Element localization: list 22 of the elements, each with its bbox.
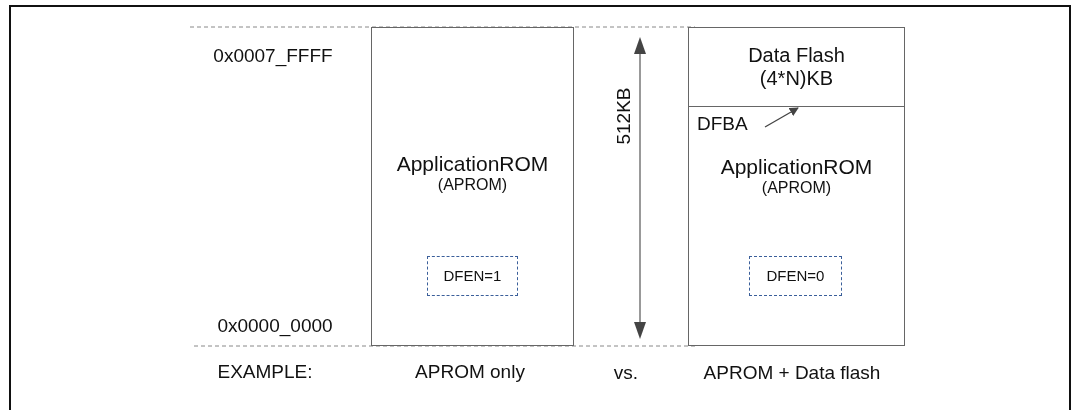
region-subtitle: (APROM) <box>761 179 832 198</box>
region-subtitle: (4*N)KB <box>759 67 834 90</box>
memory-region <box>688 106 905 346</box>
pointer-arrow <box>764 107 799 128</box>
setting-box <box>427 256 518 296</box>
setting-box <box>749 256 842 296</box>
memory-region <box>688 27 905 107</box>
region-title: ApplicationROM <box>720 155 873 180</box>
region-subtitle: (APROM) <box>437 176 508 195</box>
region-title: DFEN=1 <box>443 267 502 285</box>
address-label: 0x0007_FFFF <box>213 45 333 67</box>
address-pointer-label: DFBA <box>697 113 748 134</box>
example-label: EXAMPLE: <box>217 361 313 383</box>
size-label: 512KB <box>613 87 635 145</box>
memory-region <box>371 27 574 346</box>
address-label: 0x0000_0000 <box>217 315 333 337</box>
region-title: Data Flash <box>748 44 845 67</box>
region-title: ApplicationROM <box>396 152 549 177</box>
region-title: DFEN=0 <box>766 267 825 285</box>
caption-label: APROM only <box>415 361 525 383</box>
caption-label: APROM + Data flash <box>703 362 881 384</box>
caption-label: vs. <box>613 362 639 384</box>
